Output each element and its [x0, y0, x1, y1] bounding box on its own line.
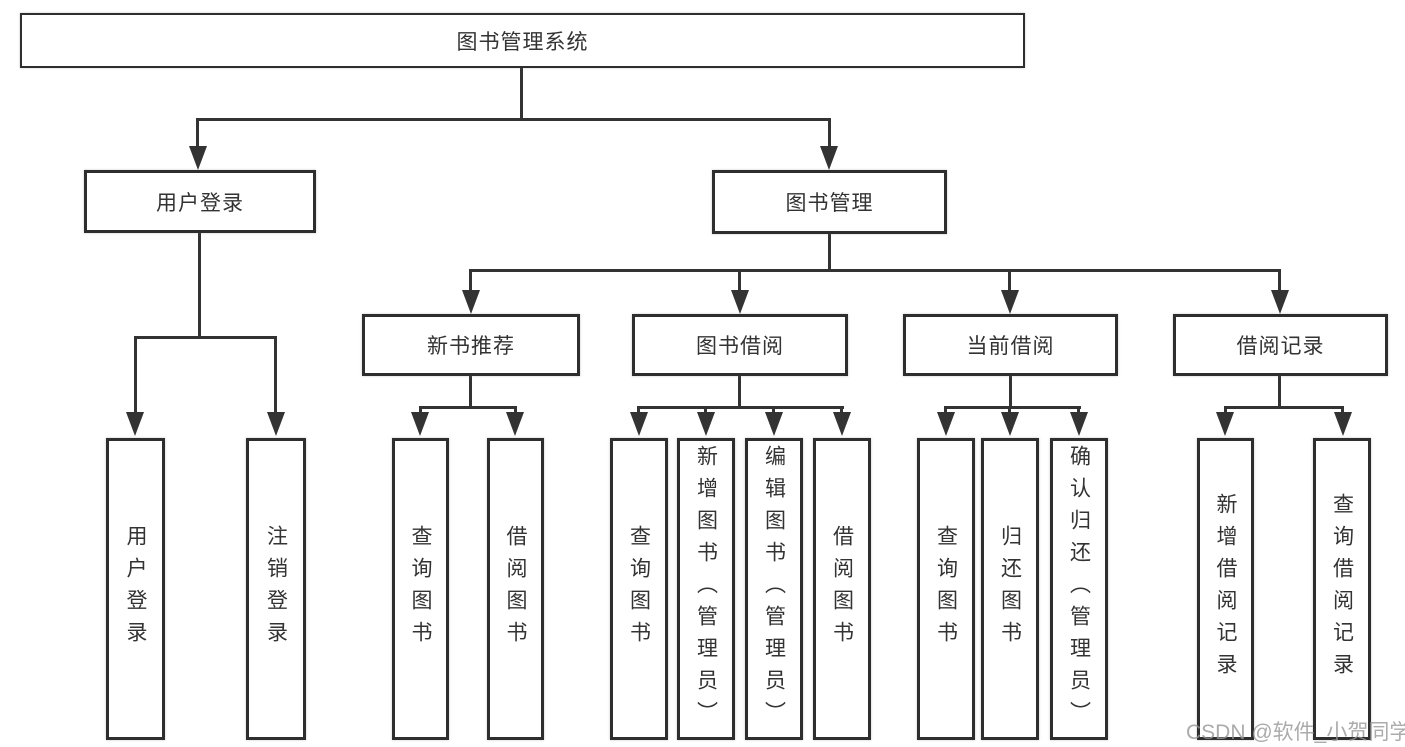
connector-line [1008, 269, 1011, 292]
connector-line [828, 234, 831, 272]
connector-line [1278, 376, 1281, 408]
arrow-down-icon [833, 412, 851, 436]
leaf-confirm-return-admin: 确认归还（管理员） [1050, 438, 1108, 740]
node-borrowing-records-label: 借阅记录 [1236, 335, 1325, 358]
arrow-down-icon [731, 290, 749, 314]
connector-line [1009, 376, 1012, 408]
leaf-query-books-recommend-label: 查询图书 [409, 525, 432, 653]
leaf-edit-books-admin: 编辑图书（管理员） [745, 438, 803, 740]
connector-line [197, 118, 831, 121]
arrow-down-icon [267, 412, 285, 436]
leaf-logout-login: 注销登录 [246, 438, 306, 740]
arrow-down-icon [1271, 290, 1289, 314]
arrow-down-icon [1334, 412, 1352, 436]
connector-line [419, 406, 517, 409]
connector-line [196, 118, 199, 150]
node-user-login: 用户登录 [84, 170, 316, 233]
arrow-down-icon [937, 412, 955, 436]
node-book-borrowing: 图书借阅 [632, 314, 848, 376]
node-book-management-label: 图书管理 [785, 192, 874, 215]
connector-line [274, 336, 277, 414]
leaf-add-books-admin-label: 新增图书（管理员） [694, 445, 718, 733]
leaf-add-borrow-record-label: 新增借阅记录 [1214, 493, 1237, 685]
connector-line [1008, 406, 1011, 415]
node-book-management: 图书管理 [712, 170, 947, 234]
arrow-down-icon [630, 412, 648, 436]
connector-line [514, 406, 517, 415]
connector-line [738, 376, 741, 408]
arrow-down-icon [462, 290, 480, 314]
connector-line [944, 406, 947, 415]
connector-line [134, 336, 277, 339]
arrow-down-icon [506, 412, 524, 436]
arrow-down-icon [1070, 412, 1088, 436]
leaf-query-borrow-record: 查询借阅记录 [1313, 438, 1371, 740]
node-new-book-recommendation-label: 新书推荐 [427, 335, 515, 358]
arrow-down-icon [189, 146, 207, 170]
connector-line [1077, 406, 1080, 415]
leaf-return-books: 归还图书 [981, 438, 1039, 740]
leaf-query-books-borrowing-label: 查询图书 [627, 525, 651, 653]
connector-line [470, 269, 1281, 272]
connector-line [1224, 406, 1227, 415]
connector-line [944, 406, 1081, 409]
node-new-book-recommendation: 新书推荐 [362, 314, 580, 376]
arrow-down-icon [765, 412, 783, 436]
leaf-edit-books-admin-label: 编辑图书（管理员） [762, 445, 786, 733]
arrow-down-icon [1216, 412, 1234, 436]
connector-line [198, 233, 201, 338]
connector-line [828, 118, 831, 150]
leaf-query-books-current: 查询图书 [917, 438, 975, 740]
connector-line [134, 336, 137, 414]
connector-line [840, 406, 843, 415]
connector-line [738, 269, 741, 292]
node-root: 图书管理系统 [20, 13, 1025, 68]
connector-line [772, 406, 775, 415]
connector-line [704, 406, 707, 415]
connector-line [520, 66, 523, 118]
leaf-user-login-label: 用户登录 [124, 525, 147, 653]
leaf-query-borrow-record-label: 查询借阅记录 [1330, 493, 1354, 685]
connector-line [1224, 406, 1344, 409]
node-user-login-label: 用户登录 [156, 191, 244, 215]
connector-line [1341, 406, 1344, 415]
leaf-query-books-current-label: 查询图书 [934, 525, 958, 653]
leaf-borrow-books-borrowing-label: 借阅图书 [830, 525, 854, 653]
connector-line [1278, 269, 1281, 292]
arrow-down-icon [820, 146, 838, 170]
node-current-borrowing: 当前借阅 [903, 314, 1118, 376]
leaf-borrow-books-borrowing: 借阅图书 [813, 438, 871, 740]
leaf-add-books-admin: 新增图书（管理员） [677, 438, 735, 740]
leaf-user-login: 用户登录 [106, 438, 165, 740]
arrow-down-icon [697, 412, 715, 436]
connector-line [637, 406, 640, 415]
leaf-return-books-label: 归还图书 [998, 525, 1022, 653]
leaf-query-books-recommend: 查询图书 [392, 438, 449, 740]
node-current-borrowing-label: 当前借阅 [966, 335, 1055, 358]
arrow-down-icon [126, 412, 144, 436]
connector-line [469, 269, 472, 292]
connector-line [469, 376, 472, 408]
leaf-logout-login-label: 注销登录 [264, 525, 288, 653]
leaf-confirm-return-admin-label: 确认归还（管理员） [1067, 445, 1091, 733]
arrow-down-icon [411, 412, 429, 436]
node-root-label: 图书管理系统 [456, 30, 589, 54]
arrow-down-icon [1001, 290, 1019, 314]
csdn-watermark: CSDN @软件_小贺同学 [1186, 721, 1405, 744]
arrow-down-icon [1001, 412, 1019, 436]
node-book-borrowing-label: 图书借阅 [696, 335, 784, 358]
connector-line [637, 406, 844, 409]
node-borrowing-records: 借阅记录 [1173, 314, 1388, 376]
leaf-add-borrow-record: 新增借阅记录 [1197, 438, 1254, 740]
leaf-borrow-books-recommend: 借阅图书 [487, 438, 544, 740]
leaf-borrow-books-recommend-label: 借阅图书 [504, 525, 527, 653]
connector-line [419, 406, 422, 415]
leaf-query-books-borrowing: 查询图书 [610, 438, 668, 740]
